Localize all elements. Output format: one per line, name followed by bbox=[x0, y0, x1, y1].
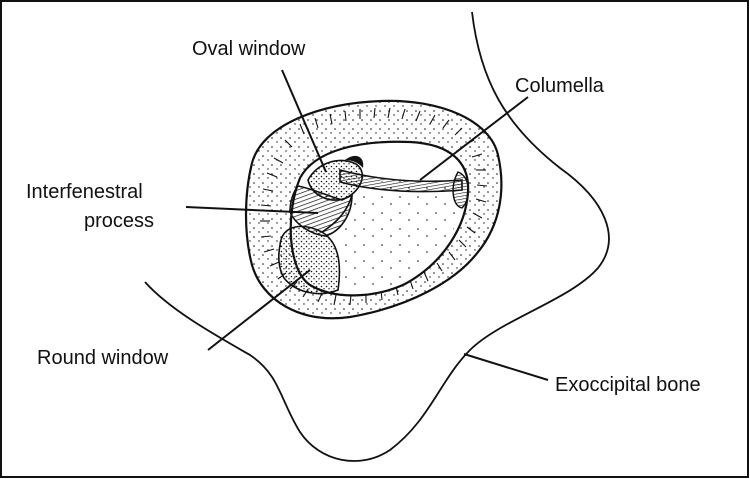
label-oval-window: Oval window bbox=[192, 38, 306, 60]
label-columella: Columella bbox=[515, 75, 605, 97]
label-exoccipital-bone: Exoccipital bone bbox=[555, 374, 701, 396]
label-round-window: Round window bbox=[37, 347, 169, 369]
leader-exoccipital-bone bbox=[464, 354, 548, 380]
label-interfenestral-line1: Interfenestral bbox=[26, 181, 143, 203]
label-interfenestral-line2: process bbox=[84, 210, 154, 232]
